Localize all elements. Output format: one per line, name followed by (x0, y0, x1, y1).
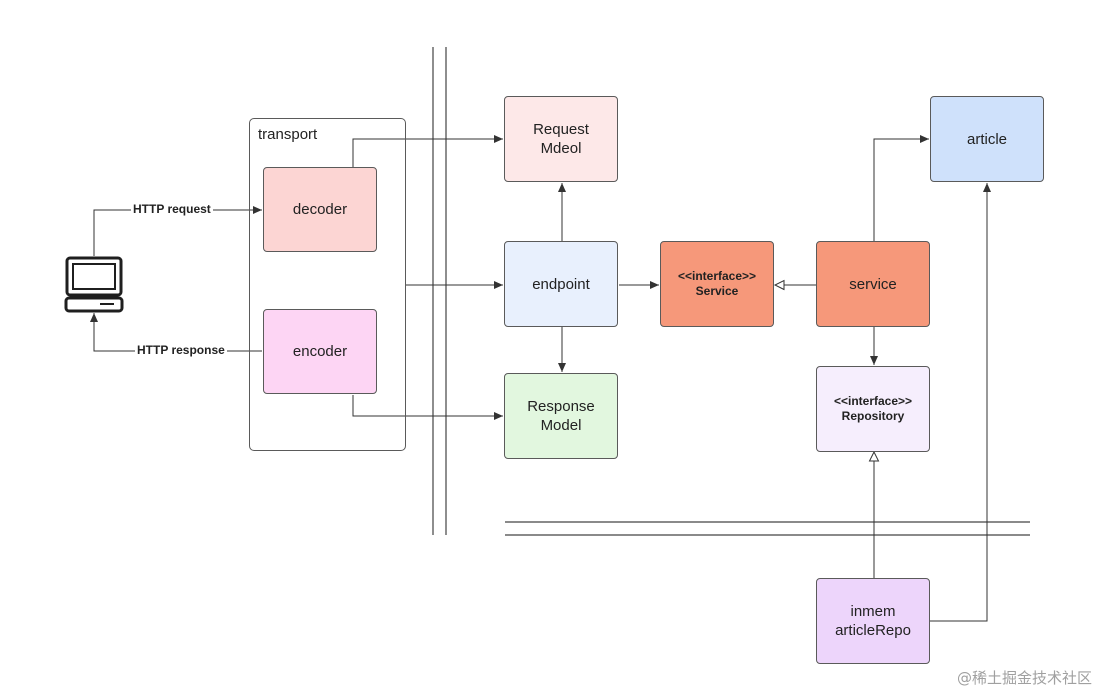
endpoint-node[interactable]: endpoint (504, 241, 618, 327)
response-model-node[interactable]: Response Model (504, 373, 618, 459)
transport-label: transport (258, 126, 318, 143)
edge-decoder-to-request-model (352, 135, 503, 167)
computer-terminal-icon (64, 256, 124, 313)
encoder-node[interactable]: encoder (263, 309, 377, 394)
article-node[interactable]: article (930, 96, 1044, 182)
http-response-label: HTTP response (135, 343, 227, 357)
inmem-article-repo-node[interactable]: inmem articleRepo (816, 578, 930, 664)
transport-container: transport (249, 118, 406, 451)
edge-inmem-to-article (930, 183, 991, 622)
service-interface-node[interactable]: <<interface>> Service (660, 241, 774, 327)
http-request-label: HTTP request (131, 202, 213, 216)
request-model-node[interactable]: Request Mdeol (504, 96, 618, 182)
watermark-text: @稀土掘金技术社区 (956, 669, 1092, 687)
edge-service-to-article (873, 135, 929, 241)
decoder-node[interactable]: decoder (263, 167, 377, 252)
edge-http-request (93, 206, 262, 256)
edge-encoder-to-response-model (352, 395, 503, 420)
service-node[interactable]: service (816, 241, 930, 327)
repository-interface-node[interactable]: <<interface>> Repository (816, 366, 930, 452)
